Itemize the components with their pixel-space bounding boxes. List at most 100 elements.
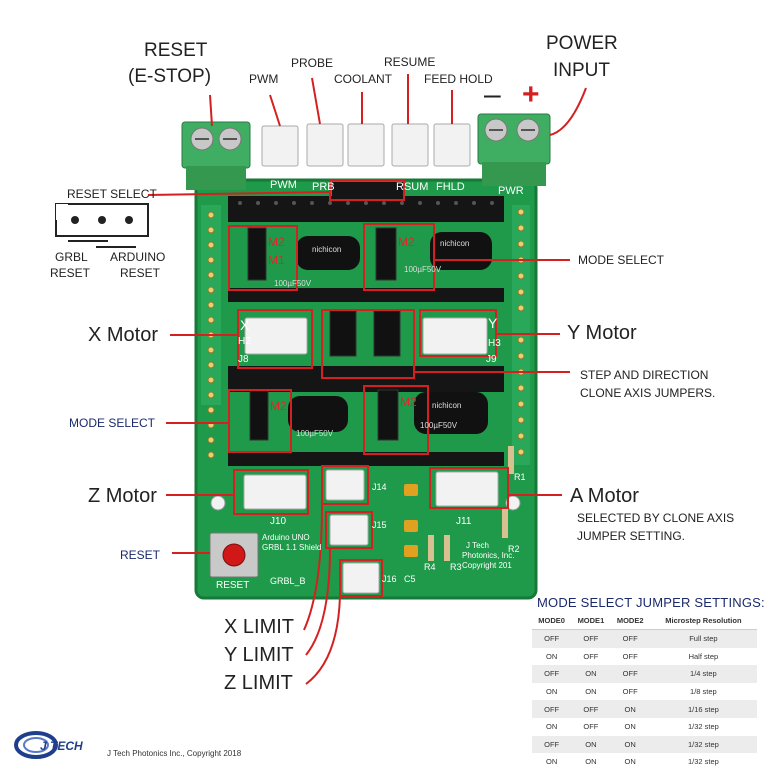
table-cell: ON	[571, 753, 611, 771]
silk-r1: R1	[514, 472, 526, 482]
z-limit-label: Z LIMIT	[224, 672, 293, 694]
silk-j15: J15	[372, 520, 387, 530]
a-motor-note-1: SELECTED BY CLONE AXIS	[577, 511, 735, 525]
probe-label: PROBE	[291, 56, 334, 70]
table-title: MODE SELECT JUMPER SETTINGS:	[537, 595, 765, 610]
estop-terminal	[181, 121, 251, 190]
reset-select-jumper	[332, 182, 404, 200]
resume-label: RESUME	[384, 55, 436, 69]
mode-jumper-labels: M2 M1 M2 M2 M2	[268, 235, 417, 413]
silk-x: X	[240, 317, 250, 333]
z-motor-label: Z Motor	[88, 485, 157, 507]
copyright-text: J Tech Photonics Inc., Copyright 2018	[107, 749, 242, 758]
silk-c5: C5	[404, 574, 416, 584]
table-cell: OFF	[610, 647, 650, 666]
silk-grbl-b: GRBL_B	[270, 576, 306, 586]
silk-r4: R4	[424, 562, 436, 572]
coolant-label: COOLANT	[334, 72, 393, 86]
reset-button-label: RESET	[120, 548, 161, 562]
table-cell: ON	[571, 735, 611, 754]
table-cell: ON	[610, 700, 650, 718]
silk-shield-1: Arduino UNO	[262, 533, 310, 542]
reset-button-part	[209, 532, 259, 578]
step-dir-label-2: CLONE AXIS JUMPERS.	[580, 386, 716, 400]
table-cell: Half step	[649, 647, 757, 666]
cap-rating-4: 100µF50V	[420, 421, 458, 430]
table-cell: ON	[532, 682, 572, 701]
silk-shield-2: GRBL 1.1 Shield	[262, 543, 321, 552]
smd-components	[404, 446, 514, 561]
silk-j10: J10	[270, 516, 287, 527]
motor-connectors	[243, 317, 499, 510]
silk-j9: J9	[486, 354, 497, 365]
cap-rating-2: 100µF50V	[404, 265, 442, 274]
cap-brand-1: nichicon	[312, 245, 341, 254]
jtech-logo-icon	[14, 731, 58, 759]
silk-r2: R2	[508, 544, 520, 554]
x-motor-label: X Motor	[88, 324, 159, 346]
top-connectors	[261, 123, 471, 167]
cap-brand-4: nichicon	[432, 401, 461, 410]
table-cell: 1/32 step	[649, 717, 757, 736]
edge-pin-holes	[207, 208, 525, 459]
table-cell: OFF	[532, 665, 572, 683]
mounting-holes	[210, 495, 521, 511]
mode-select-right-label: MODE SELECT	[578, 253, 665, 267]
table-cell: 1/16 step	[649, 700, 757, 718]
silk-prb: PRB	[312, 181, 335, 193]
silk-pwr: PWR	[498, 185, 524, 197]
silk-j8: J8	[238, 354, 249, 365]
silk-jtech-1: J Tech	[466, 541, 489, 550]
table-cell: 1/32 step	[649, 753, 757, 771]
a-motor-note-2: JUMPER SETTING.	[577, 529, 686, 543]
m2-label-1: M2	[268, 235, 285, 249]
table-cell: ON	[610, 753, 650, 771]
step-dir-label-1: STEP AND DIRECTION	[580, 368, 709, 382]
silk-jtech-3: Copyright 201	[462, 561, 512, 570]
table-cell: OFF	[532, 700, 572, 718]
header-mode2: MODE2	[610, 612, 650, 630]
table-cell: OFF	[532, 735, 572, 754]
table-cell: ON	[571, 682, 611, 701]
table-cell: OFF	[610, 682, 650, 701]
table-cell: ON	[532, 717, 572, 736]
feed-hold-label: FEED HOLD	[424, 72, 493, 86]
silkscreen: PWM PRB RSUM FHLD PWR H2 H3 X Y J8 J9 J1…	[216, 179, 526, 591]
power-terminal	[477, 113, 551, 186]
x-limit-label: X LIMIT	[224, 616, 295, 638]
table-cell: ON	[610, 735, 650, 754]
cap-rating-1: 100µF50V	[274, 279, 312, 288]
silk-j14: J14	[372, 482, 387, 492]
header-mode1: MODE1	[571, 612, 611, 630]
arduino-reset-label-1: ARDUINO	[110, 250, 166, 264]
table-cell: 1/4 step	[649, 665, 757, 683]
silk-r3: R3	[450, 562, 462, 572]
table-cell: OFF	[571, 629, 611, 648]
silk-j16: J16	[382, 574, 397, 584]
grbl-reset-label-1: GRBL	[55, 250, 88, 264]
reset-estop-label-1: RESET	[144, 40, 208, 61]
silk-fhld: FHLD	[436, 181, 465, 193]
header-pin-dots	[238, 201, 494, 205]
table-cell: ON	[571, 665, 611, 683]
table-cell: 1/8 step	[649, 682, 757, 701]
reset-select-label: RESET SELECT	[67, 187, 157, 201]
grbl-reset-label-2: RESET	[50, 266, 91, 280]
header-resolution: Microstep Resolution	[649, 612, 757, 630]
power-input-label-1: POWER	[546, 33, 618, 54]
header-mode0: MODE0	[532, 612, 572, 630]
limit-connectors	[325, 469, 380, 594]
table-cell: OFF	[610, 629, 650, 648]
y-motor-label: Y Motor	[567, 322, 637, 344]
arduino-reset-label-2: RESET	[120, 266, 161, 280]
reset-select-diagram	[55, 203, 149, 248]
reset-estop-label-2: (E-STOP)	[128, 66, 212, 87]
